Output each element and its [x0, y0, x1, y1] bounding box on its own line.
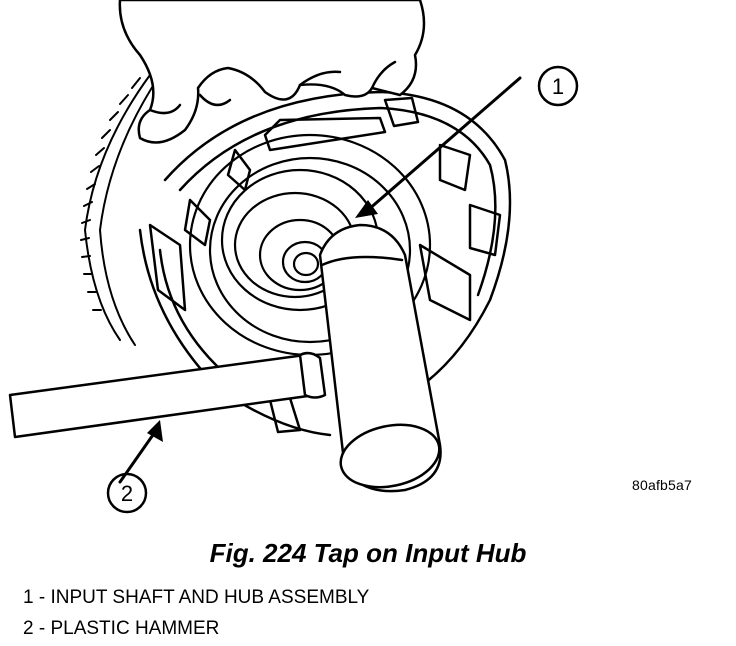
plastic-hammer-icon	[8, 223, 442, 493]
callout-circle-1	[537, 65, 579, 107]
legend-number: 1	[23, 587, 34, 608]
legend-separator: -	[38, 587, 46, 608]
technical-illustration: 1 2	[8, 0, 579, 514]
gear-teeth-icon	[80, 74, 161, 346]
housing-drum-icon	[138, 90, 512, 437]
legend-text: PLASTIC HAMMER	[50, 618, 220, 639]
hand-icon	[118, 0, 426, 144]
figure-caption: Fig. 224 Tap on Input Hub	[209, 538, 527, 568]
legend-item: 1 - INPUT SHAFT AND HUB ASSEMBLY	[23, 587, 369, 609]
legend-number: 2	[23, 618, 34, 639]
legend-item: 2 - PLASTIC HAMMER	[23, 618, 219, 640]
callout-circle-2	[106, 472, 148, 514]
callout-number-1: 1	[552, 74, 564, 99]
legend-separator: -	[38, 618, 46, 639]
image-code: 80afb5a7	[632, 477, 692, 493]
callout-arrow-icon	[118, 76, 522, 484]
callout-number-2: 2	[121, 481, 133, 506]
legend-text: INPUT SHAFT AND HUB ASSEMBLY	[50, 587, 370, 608]
